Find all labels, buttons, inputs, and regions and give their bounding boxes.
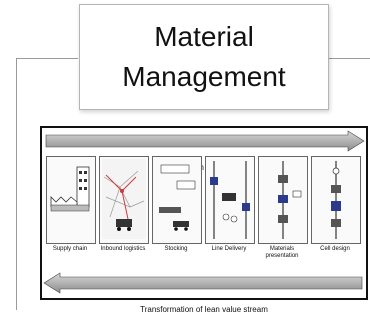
presentation-rack-icon — [278, 161, 302, 239]
left-arrow-icon — [43, 272, 363, 294]
stage-label-stocking: Stocking — [164, 246, 188, 252]
panel-materials-presentation — [258, 156, 308, 244]
delivery-line-icon — [210, 161, 250, 239]
cell-layout-icon — [331, 161, 341, 239]
panel-stocking — [152, 156, 202, 244]
title-line-2: Management — [122, 61, 286, 92]
stage-label-supply-chain: Supply chain — [52, 246, 88, 252]
transformation-label: Transformation of lean value stream — [140, 305, 268, 314]
frame-top-right-line — [328, 58, 370, 59]
route-map-icon — [102, 159, 146, 239]
title-card: Material Management — [79, 4, 329, 110]
material-flow-diagram: Value stream supply chain — [40, 126, 368, 314]
panel-supply-chain — [46, 156, 96, 244]
factory-icon — [50, 166, 90, 212]
value-stream-label: Value stream supply chain — [157, 163, 251, 172]
frame-left-line — [16, 58, 17, 310]
stage-label-inbound-logistics: Inbound logistics — [100, 246, 146, 252]
stage-label-materials-presentation: Materials presentation — [265, 246, 299, 259]
title-line-1: Material — [154, 21, 254, 52]
frame-top-left-line — [16, 58, 78, 59]
warehouse-icon — [159, 164, 196, 231]
stage-label-cell-design: Cell design — [320, 246, 350, 252]
panel-cell-design — [311, 156, 361, 244]
stage-label-line-delivery: Line Delivery — [211, 246, 247, 252]
transformation-arrow: Transformation of lean value stream — [42, 272, 366, 314]
value-stream-arrow: Value stream supply chain — [42, 130, 366, 172]
panel-inbound-logistics — [99, 156, 149, 244]
right-arrow-icon — [45, 130, 365, 152]
panel-line-delivery — [205, 156, 255, 244]
